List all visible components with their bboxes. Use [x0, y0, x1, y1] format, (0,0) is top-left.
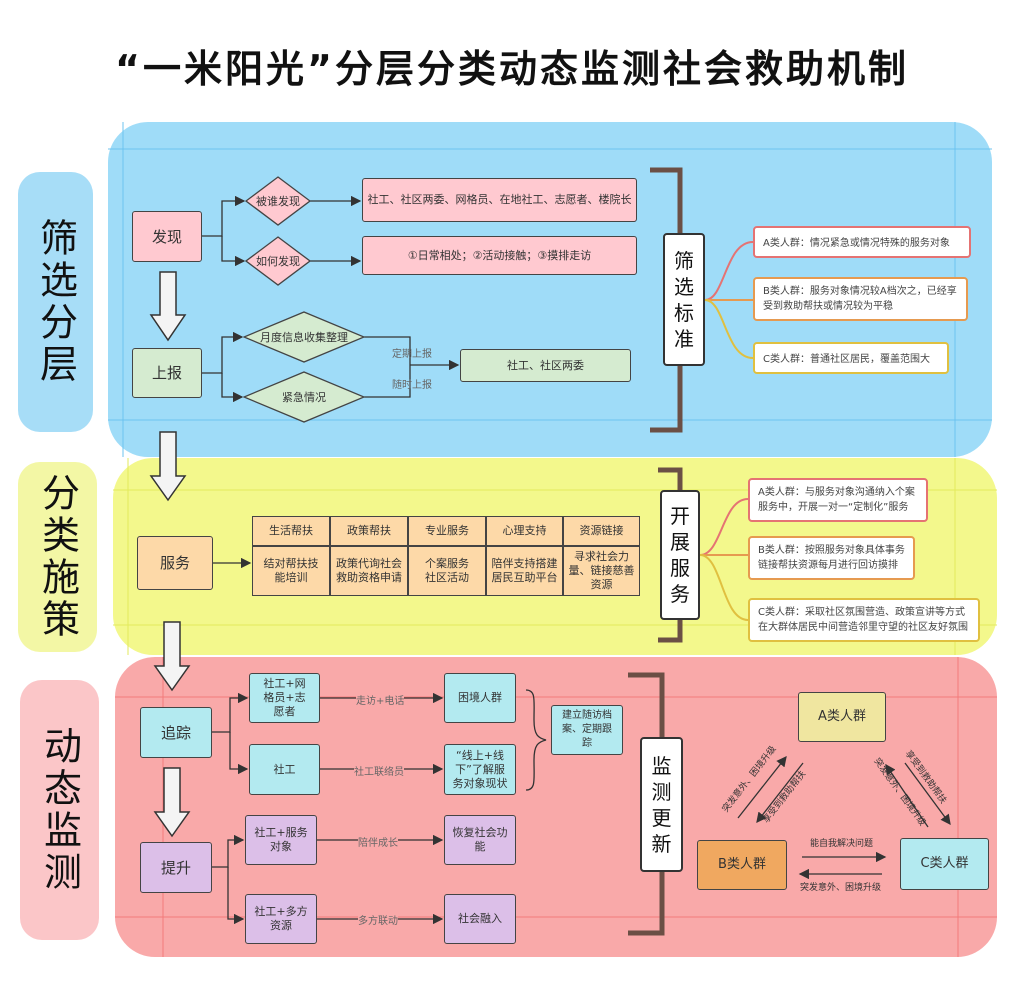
section-label-monitor: 动态监测	[20, 680, 99, 940]
group-c-node: C类人群	[900, 838, 989, 890]
section-text: 筛选分层	[33, 218, 78, 386]
target-b-box: “线上+线下”了解服务对象现状	[444, 744, 516, 795]
arrow-improve-a	[212, 834, 245, 868]
table-cell: 陪伴支持搭建居民互助平台	[486, 546, 563, 596]
report-box: 上报	[132, 348, 202, 398]
arrow-to-monthly	[202, 331, 244, 374]
via-a-label: 走访+电话	[356, 692, 405, 707]
down-arrow-icon	[149, 271, 187, 342]
section-label-screen: 筛选分层	[18, 172, 93, 432]
arrow-c-to-a	[885, 763, 929, 828]
urgent-diamond: 紧急情况	[243, 371, 365, 423]
group-a: A类人群：与服务对象沟通纳入个案服务中，开展一对一“定制化”服务	[748, 478, 928, 522]
group-c: C类人群：采取社区氛围营造、政策宣讲等方式在大群体居民中间营造邻里守望的社区友好…	[748, 598, 980, 642]
arrow-a-to-c	[904, 762, 951, 826]
table-cell: 个案服务社区活动	[408, 546, 486, 596]
c-to-b-label: 突发意外、困境升级	[800, 883, 882, 893]
goal-b-box: 社会融入	[444, 894, 516, 944]
improve-b-box: 社工+多方资源	[245, 894, 317, 944]
archive-box: 建立随访档案、定期跟踪	[551, 705, 623, 755]
arrow-improve-b	[227, 867, 245, 925]
down-arrow-icon	[149, 431, 187, 502]
arrow-to-who	[202, 195, 246, 237]
how-result-box: ①日常相处；②活动接触；③摸排走访	[362, 236, 637, 275]
via-b-label: 社工联络员	[354, 763, 404, 778]
track-b-box: 社工	[249, 744, 320, 795]
section-text: 动态监测	[37, 726, 82, 894]
monthly-diamond: 月度信息收集整理	[243, 311, 365, 363]
curve-service-a	[699, 498, 749, 556]
service-box: 服务	[137, 536, 213, 590]
down-arrow-icon	[153, 767, 191, 838]
grid-lines-blue	[108, 122, 992, 457]
monitor-title-text: 监测更新	[651, 753, 672, 856]
curve-c	[704, 299, 754, 359]
via-c-label: 陪伴成长	[358, 834, 398, 849]
table-cell: 政策代询社会救助资格申请	[330, 546, 408, 596]
goal-a-box: 恢复社会功能	[444, 815, 516, 865]
criteria-title-text: 筛选标准	[674, 248, 694, 351]
section-label-measure: 分类施策	[18, 462, 97, 652]
track-box: 追踪	[140, 707, 212, 758]
regular-label: 定期上报	[392, 349, 432, 360]
monthly-label: 月度信息收集整理	[260, 331, 348, 344]
service-title-text: 开展服务	[670, 504, 690, 606]
group-b-node: B类人群	[697, 840, 787, 890]
arrow-to-how	[221, 236, 246, 267]
section-text: 分类施策	[35, 473, 80, 641]
service-title: 开展服务	[660, 490, 700, 620]
group-a-node: A类人群	[798, 692, 886, 742]
criteria-a: A类人群：情况紧急或情况特殊的服务对象	[753, 226, 971, 258]
criteria-title: 筛选标准	[663, 233, 705, 366]
arrow-b-to-a	[737, 755, 787, 819]
curve-service-c	[699, 554, 749, 621]
discover-box: 发现	[132, 211, 202, 262]
target-a-box: 困境人群	[444, 673, 516, 723]
track-a-box: 社工+网格员+志愿者	[249, 673, 320, 723]
how-diamond: 如何发现	[245, 236, 311, 286]
down-arrow-icon	[153, 621, 191, 692]
anytime-label: 随时上报	[392, 380, 432, 391]
arrow-track-a	[212, 692, 249, 733]
page-title: “一米阳光”分层分类动态监测社会救助机制	[115, 47, 909, 91]
how-label: 如何发现	[256, 255, 300, 268]
monitor-title: 监测更新	[640, 737, 683, 872]
table-header: 政策帮扶	[330, 516, 408, 546]
table-header: 资源链接	[563, 516, 640, 546]
brace	[525, 689, 547, 791]
improve-box: 提升	[140, 842, 212, 893]
who-diamond: 被谁发现	[245, 176, 311, 226]
report-to-box: 社工、社区两委	[460, 349, 631, 382]
report-merge	[364, 336, 411, 398]
who-label: 被谁发现	[256, 195, 300, 208]
criteria-c: C类人群：普通社区居民，覆盖范围大	[753, 342, 949, 374]
b-to-c-label: 能自我解决问题	[810, 839, 874, 849]
table-header: 专业服务	[408, 516, 486, 546]
table-cell: 结对帮扶技能培训	[252, 546, 330, 596]
urgent-label: 紧急情况	[282, 391, 326, 404]
arrow-a-to-b	[756, 762, 804, 824]
via-d-label: 多方联动	[358, 912, 398, 927]
arrow-track-b	[229, 732, 249, 775]
who-result-box: 社工、社区两委、网格员、在地社工、志愿者、楼院长	[362, 178, 637, 222]
criteria-b: B类人群：服务对象情况较A档次之，已经享受到救助帮扶或情况较为平稳	[753, 277, 968, 321]
improve-a-box: 社工+服务对象	[245, 815, 317, 865]
arrow-to-urgent	[221, 373, 244, 403]
table-cell: 寻求社会力量、链接慈善资源	[563, 546, 640, 596]
group-b: B类人群：按照服务对象具体事务链接帮扶资源每月进行回访摸排	[748, 536, 915, 580]
table-header: 心理支持	[486, 516, 563, 546]
curve-a	[704, 241, 754, 301]
table-header: 生活帮扶	[252, 516, 330, 546]
